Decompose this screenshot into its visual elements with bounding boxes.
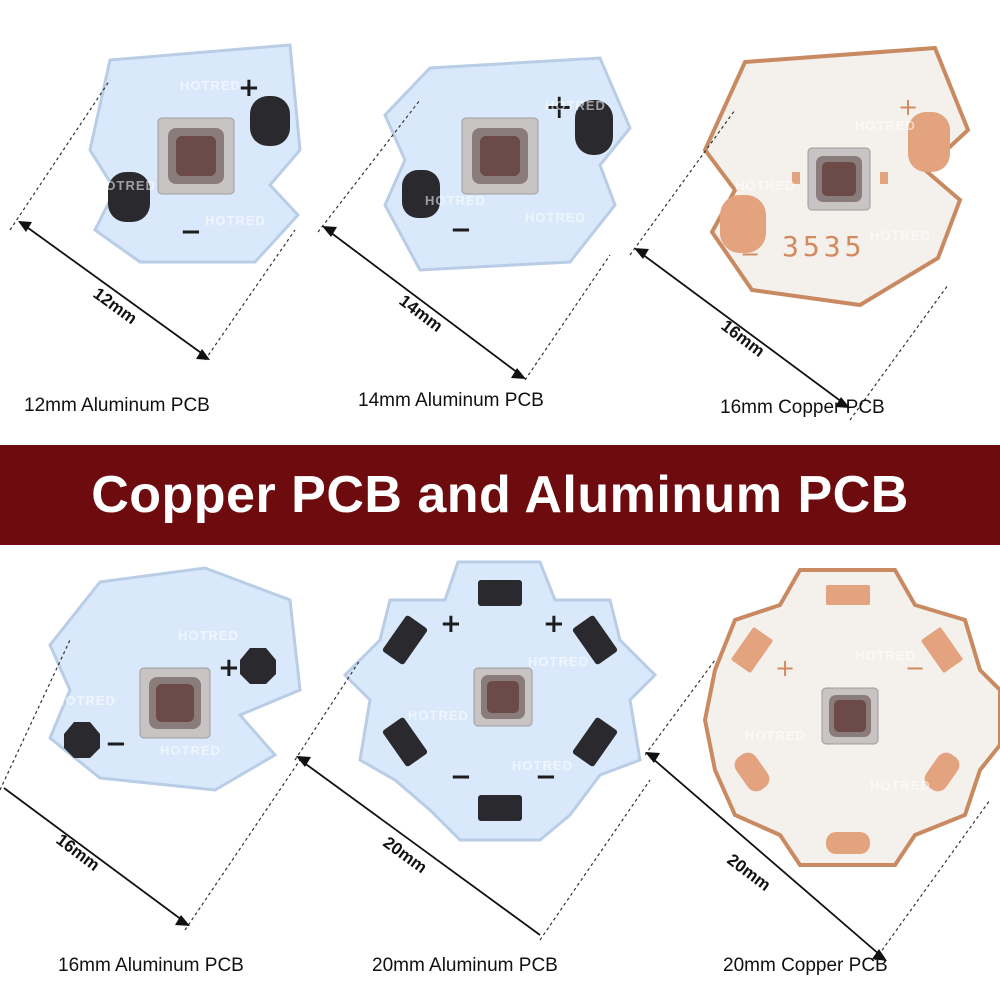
watermark: HOTRED (735, 178, 796, 193)
pcb-12mm-aluminum: + − HOTRED HOTRED HOTRED (88, 43, 302, 264)
pcb-16mm-aluminum: + − HOTRED HOTRED HOTRED (48, 566, 302, 792)
watermark: HOTRED (178, 628, 239, 643)
pcb-20mm-aluminum: + + − − HOTRED HOTRED HOTRED (342, 560, 658, 842)
led-chip (157, 117, 235, 195)
watermark: HOTRED (528, 654, 589, 669)
black-pad (572, 717, 618, 767)
watermark: HOTRED (855, 118, 916, 133)
caption-16mm-copper: 16mm Copper PCB (720, 397, 885, 418)
minus-marking: − (740, 240, 760, 268)
dimension-label: 16mm (53, 830, 104, 875)
caption-12mm-aluminum: 12mm Aluminum PCB (24, 395, 210, 416)
copper-pad (720, 195, 766, 253)
watermark: HOTRED (205, 213, 266, 228)
caption-20mm-aluminum: 20mm Aluminum PCB (372, 955, 558, 976)
plus-marking: + (543, 609, 565, 639)
dimension-label: 16mm (718, 316, 769, 361)
dimension-label: 20mm (380, 833, 431, 877)
copper-pad (924, 752, 960, 792)
copper-pad (826, 585, 870, 605)
watermark: HOTRED (425, 193, 486, 208)
watermark: HOTRED (545, 98, 606, 113)
watermark: HOTRED (745, 728, 806, 743)
black-pad (382, 717, 428, 767)
copper-pad (734, 752, 770, 792)
black-pad (572, 615, 618, 665)
minus-marking: − (450, 215, 472, 245)
plus-marking: + (440, 609, 462, 639)
minus-marking: − (450, 762, 472, 792)
minus-marking: − (180, 217, 202, 247)
black-pad (478, 580, 522, 606)
watermark: HOTRED (55, 693, 116, 708)
watermark: HOTRED (160, 743, 221, 758)
copper-pad (921, 627, 963, 673)
watermark: HOTRED (870, 228, 931, 243)
watermark: HOTRED (408, 708, 469, 723)
black-pad (64, 722, 100, 758)
title-banner: Copper PCB and Aluminum PCB (0, 445, 1000, 545)
copper-pad (792, 172, 800, 184)
led-chip (821, 687, 879, 745)
minus-marking: − (535, 762, 557, 792)
banner-title: Copper PCB and Aluminum PCB (91, 466, 909, 524)
led-chip (473, 667, 533, 727)
led-chip (461, 117, 539, 195)
caption-20mm-copper: 20mm Copper PCB (723, 955, 888, 976)
pcb-14mm-aluminum: + − HOTRED HOTRED HOTRED (383, 56, 632, 272)
black-pad (382, 615, 428, 665)
minus-marking: − (905, 654, 925, 682)
plus-marking: + (218, 653, 240, 683)
watermark: HOTRED (525, 210, 586, 225)
watermark: HOTRED (512, 758, 573, 773)
led-chip (807, 147, 871, 211)
plus-marking: + (238, 73, 260, 103)
plus-marking: + (898, 93, 918, 121)
black-pad (478, 795, 522, 821)
chip-size-marking: 3535 (782, 230, 865, 263)
copper-pad (880, 172, 888, 184)
black-pad (575, 100, 613, 155)
watermark: HOTRED (870, 778, 931, 793)
black-pad (250, 96, 290, 146)
watermark: HOTRED (180, 78, 241, 93)
minus-marking: − (105, 729, 127, 759)
caption-16mm-aluminum: 16mm Aluminum PCB (58, 955, 244, 976)
black-pad (108, 172, 150, 222)
watermark: HOTRED (855, 648, 916, 663)
copper-pad (908, 112, 950, 172)
black-pad (402, 170, 440, 218)
pcb-20mm-copper: + − HOTRED HOTRED HOTRED (702, 568, 1000, 867)
plus-marking: + (545, 87, 574, 127)
pcb-16mm-copper: + − 3535 HOTRED HOTRED HOTRED (702, 45, 971, 308)
copper-pad (826, 832, 870, 854)
watermark: HOTRED (95, 178, 156, 193)
copper-pad (731, 627, 773, 673)
black-pad (240, 648, 276, 684)
caption-14mm-aluminum: 14mm Aluminum PCB (358, 390, 544, 411)
led-chip (139, 667, 211, 739)
plus-marking: + (775, 654, 795, 682)
